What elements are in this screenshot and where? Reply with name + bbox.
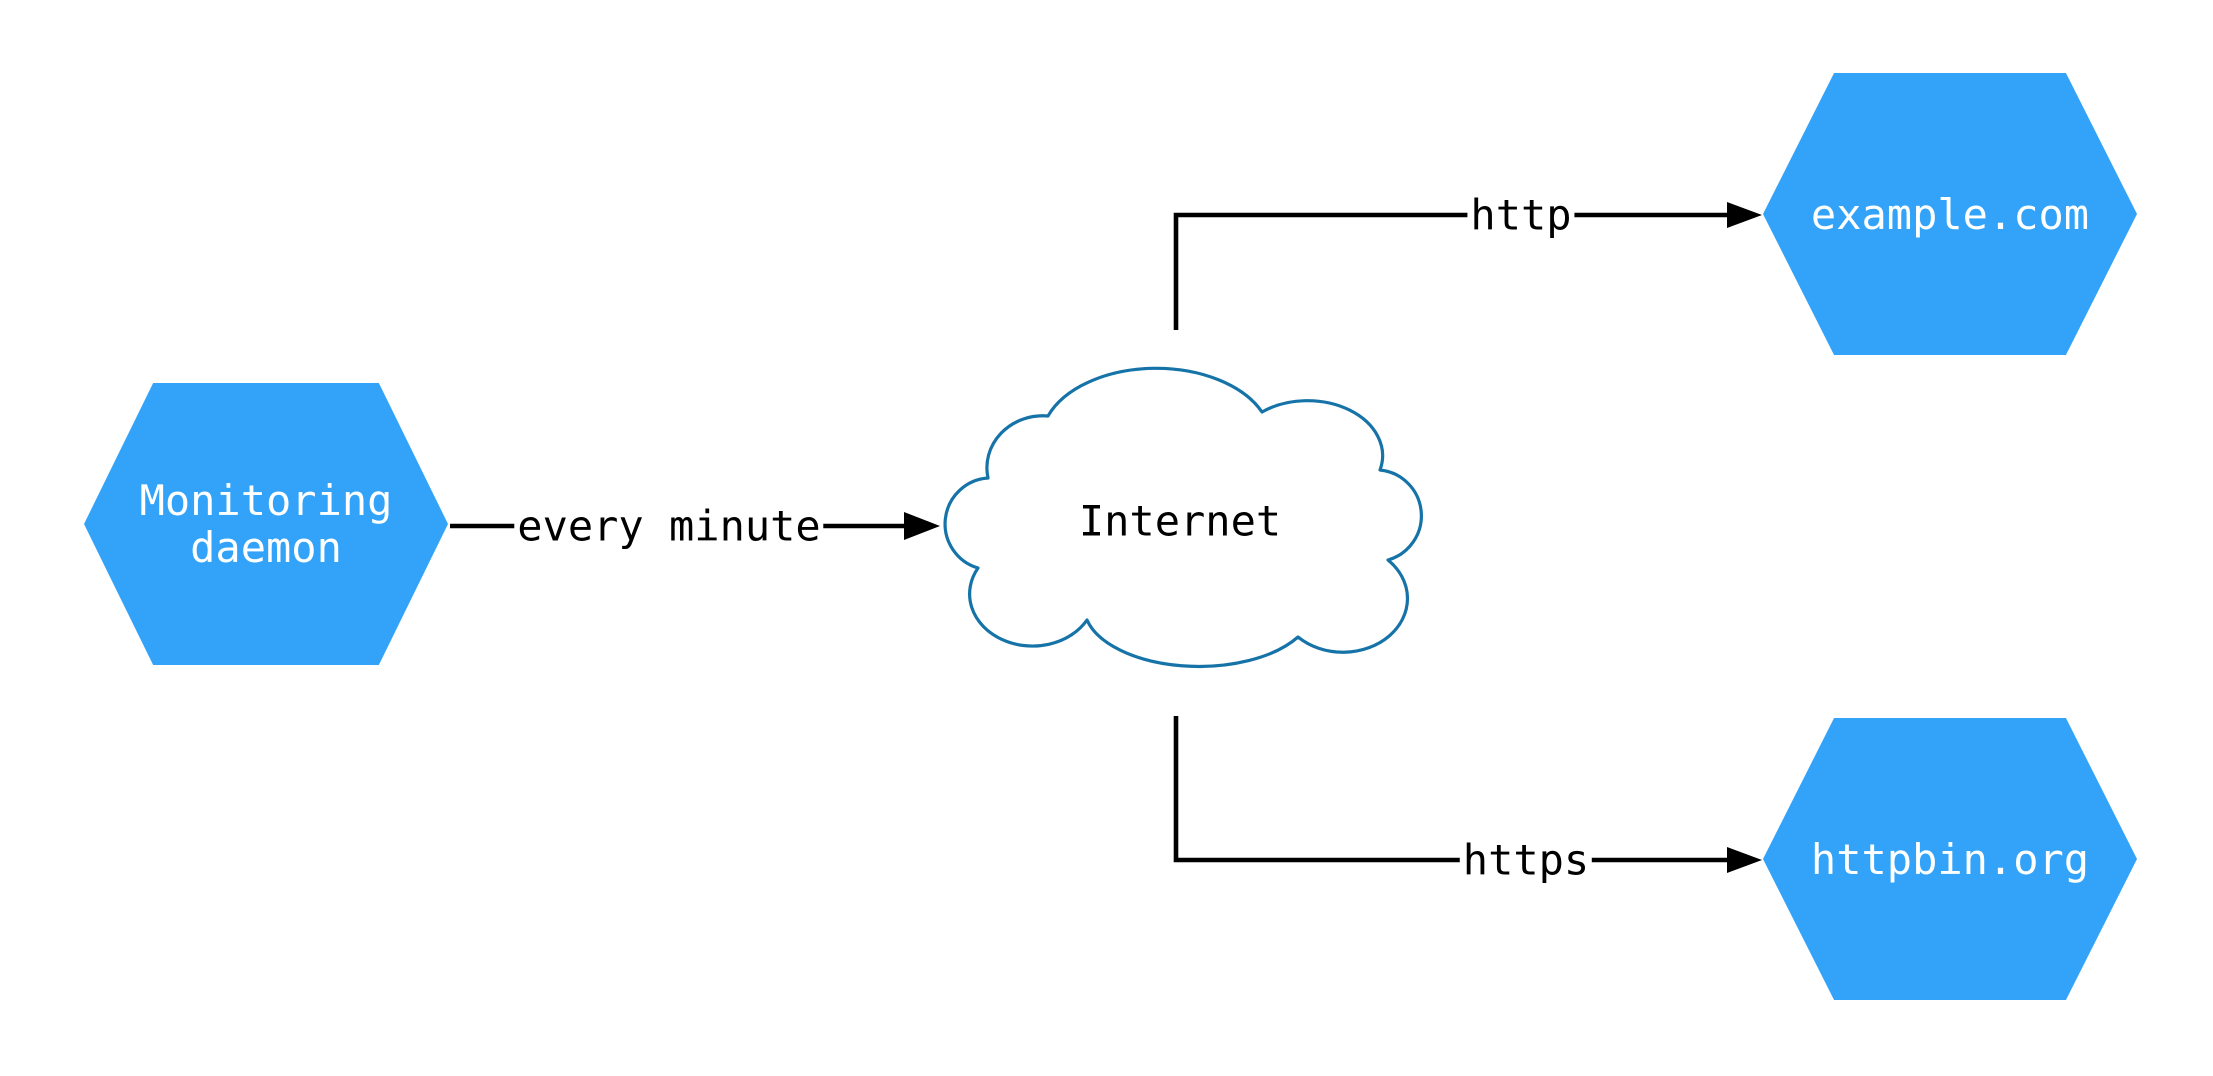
edge-https-line — [1173, 716, 1728, 863]
arrowhead-to-example-com-icon — [1727, 202, 1762, 228]
edge-https-label: https — [1459, 835, 1593, 885]
node-internet-label: Internet — [1078, 496, 1282, 546]
node-example-com: example.com — [1763, 73, 2137, 355]
edge-every-minute-label: every minute — [514, 501, 824, 551]
edge-http-label: http — [1467, 190, 1575, 240]
edge-http-line — [1173, 212, 1728, 330]
node-example-com-label: example.com — [1810, 189, 2090, 239]
node-httpbin-org: httpbin.org — [1763, 718, 2137, 1000]
node-httpbin-org-label: httpbin.org — [1810, 834, 2090, 884]
cloud-icon — [943, 366, 1423, 669]
arrowhead-to-internet-icon — [904, 512, 940, 540]
node-monitoring-daemon: Monitoring daemon — [84, 383, 448, 665]
node-monitoring-daemon-label: Monitoring daemon — [139, 476, 393, 572]
arrowhead-to-httpbin-org-icon — [1727, 847, 1762, 873]
